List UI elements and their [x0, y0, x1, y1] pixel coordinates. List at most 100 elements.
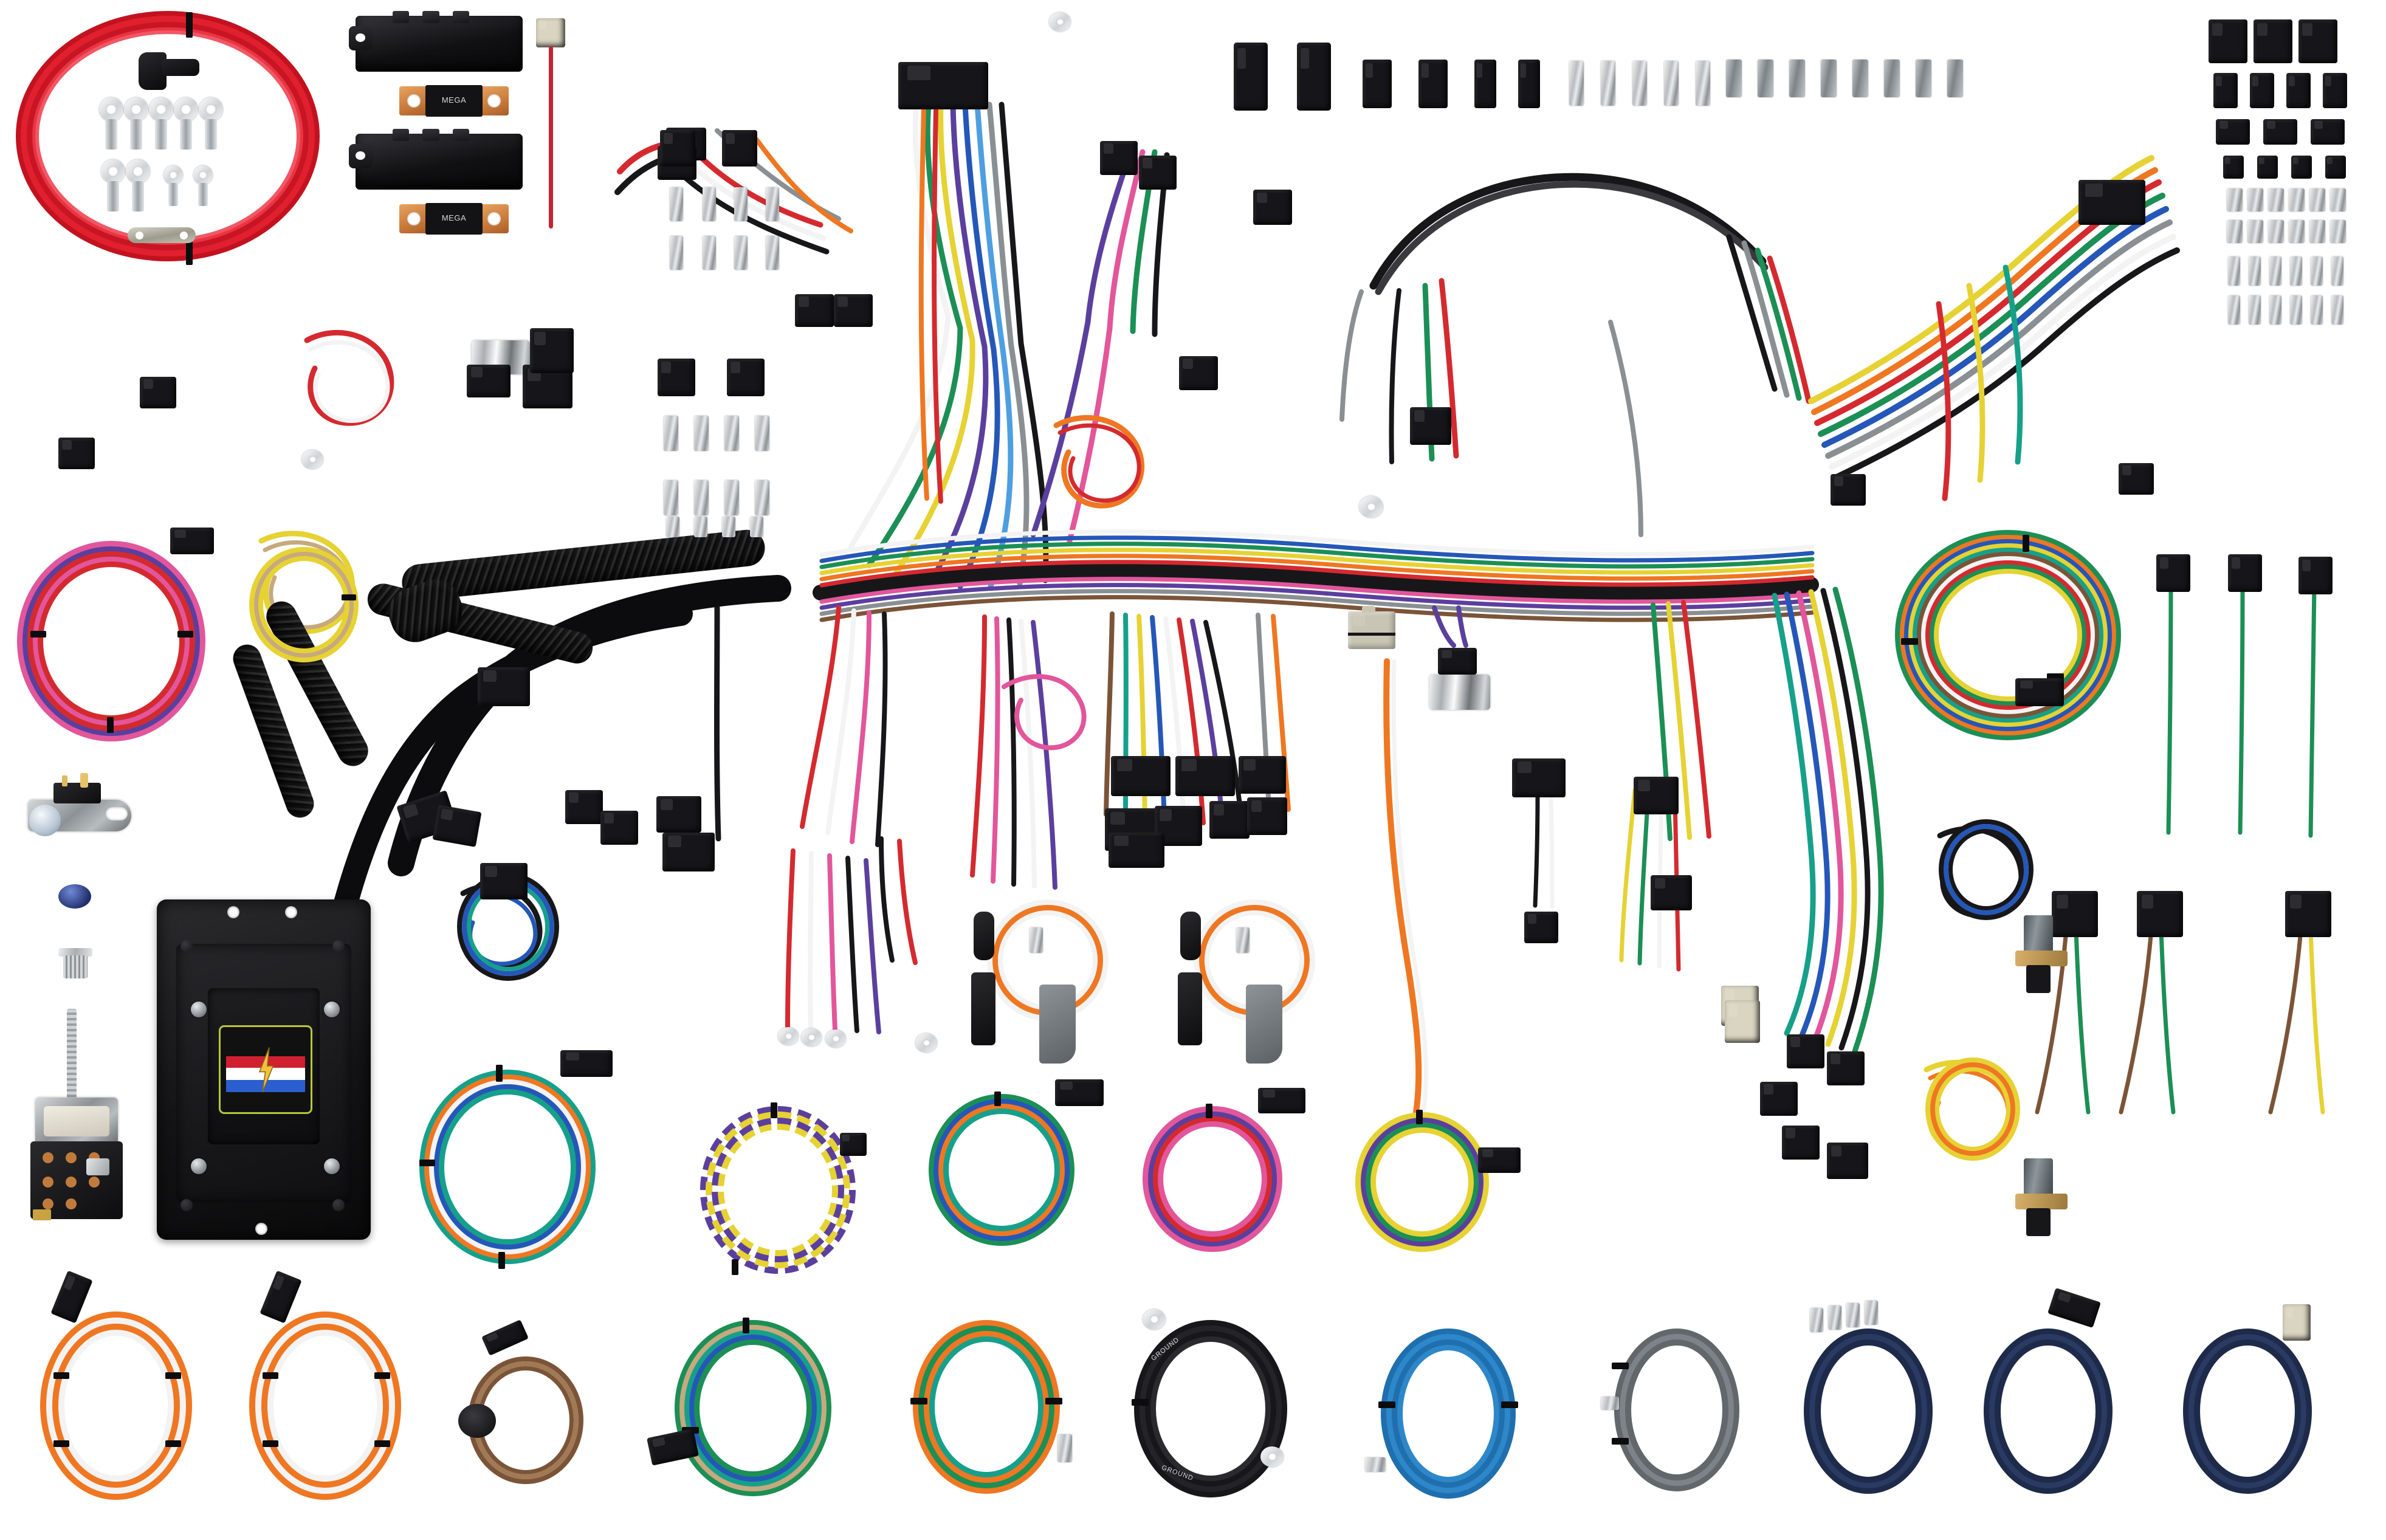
terminal — [722, 517, 735, 537]
ring-lug-large — [174, 97, 198, 150]
connector-housing — [1363, 60, 1392, 108]
coil-small-black — [1939, 819, 2034, 920]
ring-lug-ground — [1143, 1309, 1166, 1330]
connector-housing-latched — [2213, 73, 2238, 108]
terminal — [2289, 220, 2305, 243]
coil-navy-cable-c — [2183, 1304, 2312, 1494]
inline-connector — [662, 833, 715, 871]
connector-housing — [2209, 19, 2247, 63]
rubber-grommet — [458, 1404, 496, 1438]
coil-connector — [1478, 1147, 1521, 1173]
inline-connector — [2119, 463, 2154, 495]
inline-connector — [432, 805, 482, 847]
fuse-tap-connector — [536, 18, 565, 47]
ring-lug-large — [149, 97, 173, 150]
female-terminal — [670, 187, 683, 221]
ring-lug-large — [199, 97, 223, 150]
multi-spade-terminal — [1828, 1305, 1841, 1330]
coil-orange-white-1 — [40, 1270, 192, 1500]
ring-lug — [915, 1033, 937, 1053]
female-terminal — [724, 416, 739, 451]
bulb-socket — [2218, 827, 2269, 897]
y-splitter-connector — [2052, 891, 2098, 937]
headlight-switch — [28, 1009, 125, 1222]
connector-housing-latched — [2286, 73, 2311, 108]
coil-navy-cable-b — [1984, 1288, 2113, 1494]
female-spade — [1236, 927, 1250, 953]
inline-connector — [140, 377, 176, 408]
blade-terminal — [2269, 295, 2281, 325]
coil-connector — [840, 1133, 867, 1156]
male-terminal — [703, 236, 716, 270]
coil-gray-cable — [1601, 1329, 1739, 1491]
coil-pink-purple-row3 — [1143, 1088, 1305, 1252]
coil-yellow-tan — [249, 547, 359, 662]
switch-boot — [1039, 985, 1076, 1064]
inline-connector — [1827, 1143, 1868, 1179]
blade-terminal — [2290, 295, 2302, 325]
connector-housing — [2216, 119, 2250, 145]
blade-terminal — [1601, 61, 1615, 106]
connector-housing — [2254, 19, 2292, 63]
terminal-boot — [974, 912, 994, 960]
terminal — [2227, 220, 2243, 243]
terminal-row-b — [1726, 60, 2066, 108]
connector-housing — [660, 130, 695, 167]
brand-badge — [219, 1025, 312, 1115]
female-terminal — [703, 187, 716, 221]
coil-brown-grommet — [458, 1319, 583, 1484]
terminal — [2227, 188, 2243, 211]
inline-connector — [1760, 1082, 1798, 1116]
coil-twisted-purple-yellow — [700, 1102, 867, 1275]
terminal-boot — [1178, 972, 1202, 1045]
lamp-socket-connector — [467, 365, 511, 397]
inline-connector — [1109, 833, 1164, 868]
coil-ground-black: GROUND GROUND — [1132, 1309, 1287, 1497]
inline-connector — [656, 796, 701, 833]
ring-lug-ground — [1260, 1446, 1284, 1467]
inline-connector — [1100, 141, 1138, 175]
female-terminal — [1821, 60, 1837, 97]
male-terminal — [694, 480, 709, 515]
inline-connector — [1247, 797, 1287, 835]
bulb-socket-connector — [2298, 557, 2333, 594]
terminal — [2309, 188, 2325, 211]
connector-housing-row — [1234, 43, 1714, 115]
female-terminal — [1916, 60, 1931, 97]
connector-housing — [1234, 43, 1268, 111]
inline-connector — [1831, 474, 1866, 506]
inline-connector — [898, 62, 988, 109]
bulkhead-connector — [1348, 606, 1395, 649]
bulb-socket-connector — [2228, 554, 2262, 592]
inline-connector — [1827, 1051, 1865, 1085]
ring-lug-large — [99, 97, 123, 150]
ring-lug — [1359, 496, 1383, 518]
mega-fuse-holder — [349, 10, 523, 72]
male-terminal — [664, 480, 678, 515]
female-terminal — [694, 416, 709, 451]
gauge-lamp-cluster — [2009, 915, 2082, 1000]
coil-orange-green — [910, 1320, 1072, 1494]
mega-fuse-holder — [349, 128, 523, 190]
blade-terminal — [2331, 256, 2343, 286]
female-terminal — [1884, 60, 1900, 97]
blade-terminal — [1696, 61, 1710, 106]
inline-connector — [58, 438, 95, 469]
connector-housing — [1418, 60, 1448, 108]
inline-connector — [1512, 758, 1566, 797]
inline-connector — [1787, 1034, 1824, 1068]
socket-end — [2301, 1109, 2348, 1172]
inline-connector — [1175, 756, 1235, 796]
spade-terminal — [1601, 1397, 1619, 1410]
coil-connector — [170, 528, 214, 554]
ring-lug-medium — [126, 159, 150, 211]
y-splitter-connector — [2137, 891, 2183, 937]
terminal — [750, 517, 763, 537]
blade-terminal — [2311, 295, 2323, 325]
blade-terminal — [2269, 256, 2281, 286]
bulb-socket-angled — [2289, 827, 2340, 897]
inline-connector — [795, 294, 834, 327]
coil-connector — [2015, 678, 2064, 706]
female-terminal — [734, 187, 748, 221]
